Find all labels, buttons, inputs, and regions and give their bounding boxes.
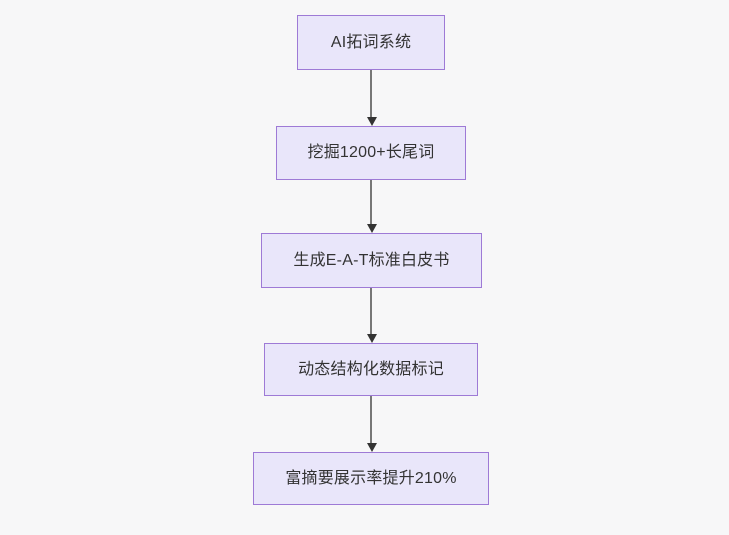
flowchart-node-generate-eat-whitepaper[interactable]: 生成E-A-T标准白皮书 bbox=[261, 233, 482, 288]
connector-node-1-to-node-2 bbox=[367, 70, 377, 126]
connector-line bbox=[370, 70, 372, 118]
node-label: AI拓词系统 bbox=[330, 33, 412, 51]
flowchart-node-ai-keyword-system[interactable]: AI拓词系统 bbox=[297, 15, 445, 70]
connector-node-2-to-node-3 bbox=[367, 180, 377, 233]
flowchart-node-rich-snippet-rate-increase[interactable]: 富摘要展示率提升210% bbox=[253, 452, 489, 505]
node-label: 生成E-A-T标准白皮书 bbox=[293, 251, 450, 269]
node-label: 富摘要展示率提升210% bbox=[285, 469, 457, 487]
connector-line bbox=[370, 288, 372, 335]
connector-line bbox=[370, 396, 372, 444]
connector-line bbox=[370, 180, 372, 225]
node-label: 挖掘1200+长尾词 bbox=[307, 144, 435, 162]
arrowhead-down-icon bbox=[367, 443, 377, 452]
connector-node-3-to-node-4 bbox=[367, 288, 377, 343]
arrowhead-down-icon bbox=[367, 334, 377, 343]
arrowhead-down-icon bbox=[367, 224, 377, 233]
flowchart-node-mine-longtail-keywords[interactable]: 挖掘1200+长尾词 bbox=[276, 126, 466, 180]
flowchart-node-dynamic-structured-data-markup[interactable]: 动态结构化数据标记 bbox=[264, 343, 478, 396]
connector-node-4-to-node-5 bbox=[367, 396, 377, 452]
arrowhead-down-icon bbox=[367, 117, 377, 126]
node-label: 动态结构化数据标记 bbox=[298, 360, 444, 378]
